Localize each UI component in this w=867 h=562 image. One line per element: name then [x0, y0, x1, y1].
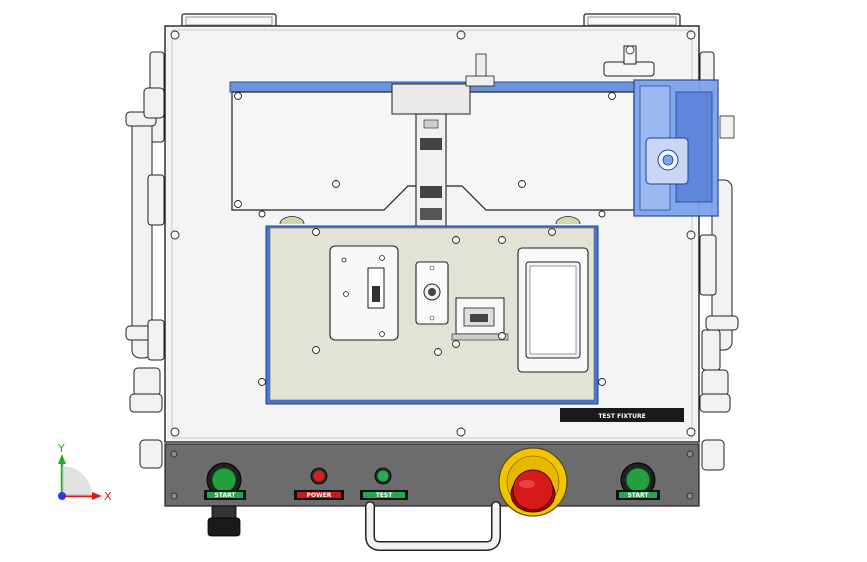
start-button-left[interactable]: START: [204, 462, 246, 500]
axis-triad: Y X: [57, 442, 112, 503]
emergency-stop-button[interactable]: [498, 447, 568, 517]
top-latch-left: [181, 13, 277, 29]
start-left-label: START: [214, 492, 236, 499]
left-side-handle: [125, 51, 165, 469]
press-mechanism: [229, 53, 641, 235]
power-lamp: POWER: [294, 467, 344, 500]
connector-block: [415, 261, 449, 325]
display-window: [517, 247, 589, 373]
power-label: POWER: [307, 492, 332, 499]
bottom-knob: [207, 505, 241, 537]
top-latch-right: [583, 13, 681, 29]
plate-screws: [258, 210, 606, 386]
start-right-label: START: [627, 492, 649, 499]
nameplate-text: TEST FIXTURE: [598, 413, 645, 420]
x-axis-label: X: [104, 490, 112, 503]
dut-socket: [329, 245, 399, 341]
test-lamp[interactable]: TEST: [360, 467, 408, 500]
small-clamp: [451, 297, 509, 341]
y-axis-label: Y: [57, 442, 65, 455]
control-panel: [164, 443, 700, 507]
start-button-right[interactable]: START: [616, 462, 660, 500]
test-label: TEST: [376, 492, 394, 499]
nameplate: TEST FIXTURE: [560, 408, 684, 422]
carry-handle[interactable]: [365, 501, 501, 551]
body-screws: [170, 30, 696, 437]
blue-clamp-assembly: [603, 45, 735, 217]
